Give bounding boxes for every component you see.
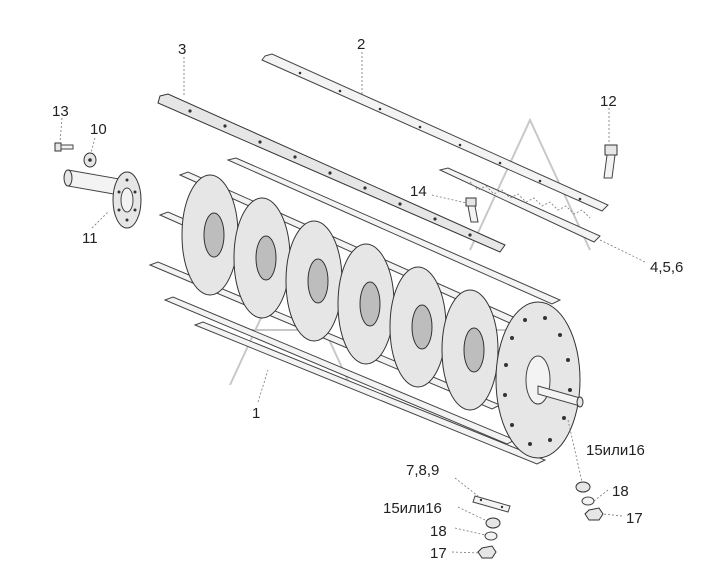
callout-17-middle: 17 [430, 545, 447, 561]
callout-12: 12 [600, 93, 617, 110]
callout-18-middle: 18 [430, 523, 447, 540]
callout-11: 11 [82, 230, 98, 247]
part-7-8-9-plate [472, 495, 511, 513]
callout-13: 13 [52, 103, 69, 120]
callout-10: 10 [90, 121, 107, 138]
leader-lines [59, 52, 646, 554]
part-11-flanged-shaft [63, 169, 142, 229]
callout-4-5-6: 4,5,6 [650, 259, 683, 276]
callout-2: 2 [357, 36, 365, 53]
drilled-strip-holes [188, 109, 472, 237]
part-10-washer [83, 152, 97, 168]
part-3-drilled-strip [157, 93, 506, 253]
callout-3: 3 [178, 41, 186, 58]
callout-7-8-9: 7,8,9 [406, 462, 439, 479]
part-2-long-strip [261, 53, 609, 212]
callout-14: 14 [410, 183, 427, 200]
callout-labels: 1 2 3 4,5,6 7,8,9 10 11 12 13 14 15или16… [52, 36, 683, 561]
part-14-bolt [465, 197, 479, 223]
callout-15-or-16-lower-right: 15или16 [586, 442, 645, 459]
drum-end-disc [495, 301, 581, 459]
part-12-bolt [603, 144, 618, 179]
callout-17-right: 17 [626, 510, 643, 527]
part-4-5-6-rasp-strip [438, 167, 601, 243]
callout-15-or-16-lower-middle: 15или16 [383, 500, 442, 517]
strip-holes [298, 71, 582, 201]
part-1-drum-assembly [148, 157, 584, 465]
part-13-small-bolt [54, 142, 74, 152]
fasteners-lower-middle [477, 517, 501, 559]
callout-1: 1 [252, 405, 260, 422]
flange-holes [117, 178, 137, 222]
callout-18-right: 18 [612, 483, 629, 500]
fasteners-lower-right [575, 481, 604, 521]
drum-discs [181, 174, 499, 411]
